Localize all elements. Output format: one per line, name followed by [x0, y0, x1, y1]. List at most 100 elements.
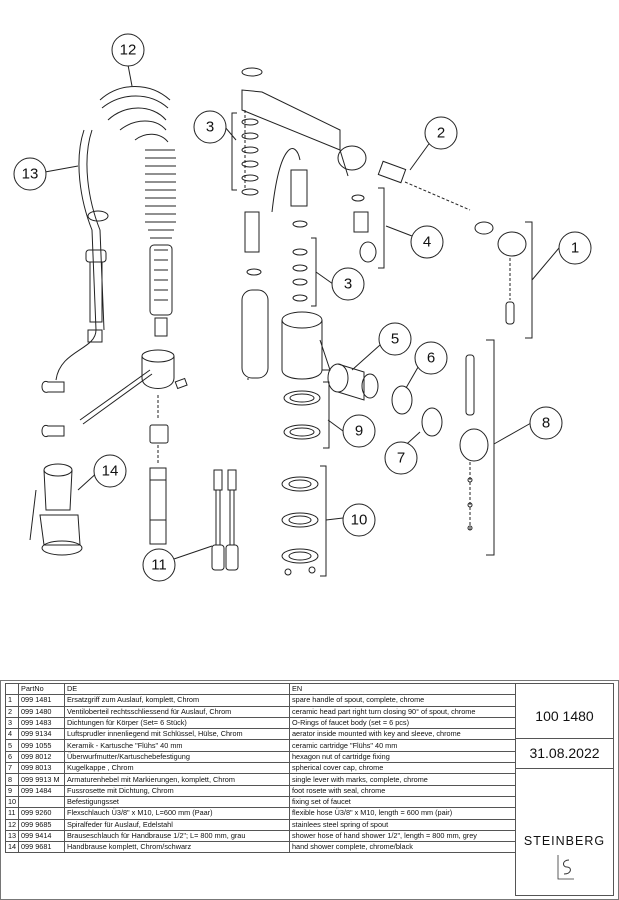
cell-en: foot rosete with seal, chrome [289, 784, 516, 797]
callout-3-lower: 3 [344, 276, 352, 293]
brand-logo [557, 855, 574, 880]
cell-partno: 099 1481 [18, 694, 65, 707]
header-partno: PartNo [18, 682, 65, 696]
o-rings-left [241, 118, 259, 196]
faucet-body [241, 148, 331, 380]
callout-7: 7 [397, 450, 405, 467]
fixing-set [281, 476, 319, 576]
cell-en: hand shower complete, chrome/black [289, 841, 516, 854]
header-pos [5, 682, 19, 696]
cell-pos: 7 [5, 762, 19, 775]
callout-8: 8 [542, 415, 550, 432]
cell-partno: 099 1484 [18, 784, 65, 797]
cell-pos: 1 [5, 694, 19, 707]
cell-de: Luftsprudler innenliegend mit Schlüssel,… [64, 728, 290, 741]
shower-hose [55, 129, 109, 381]
cell-pos: 10 [5, 795, 19, 809]
cell-pos: 3 [5, 716, 19, 730]
spare-handle [474, 221, 527, 325]
spiral-spring [99, 86, 176, 337]
clip-lower [41, 424, 65, 438]
exploded-view-drawing: 1 2 3 3 4 5 6 7 8 9 10 11 12 13 14 [13, 33, 592, 582]
cell-partno [18, 795, 65, 809]
cell-partno: 099 1480 [18, 705, 65, 718]
callout-11: 11 [151, 557, 167, 574]
flexible-hoses [211, 469, 239, 571]
cell-de: Handbrause komplett, Chrom/schwarz [64, 841, 290, 854]
callout-10: 10 [351, 512, 368, 529]
cell-pos: 11 [5, 807, 19, 820]
hexagon-nut [391, 385, 413, 415]
cell-partno: 099 9414 [18, 829, 65, 843]
cell-en: spare handle of spout, complete, chrome [289, 694, 516, 707]
cell-de: Flexschlauch Ü3/8" x M10, L=600 mm (Paar… [64, 807, 290, 820]
cell-pos: 5 [5, 739, 19, 752]
ceramic-cartridge [327, 363, 379, 401]
callout-4: 4 [423, 234, 431, 251]
cell-en: ceramic cartridge "Flühs" 40 mm [289, 739, 516, 752]
cell-de: Brauseschlauch für Handbrause 1/2"; L= 8… [64, 829, 290, 843]
table-header-row: PartNo DE EN [5, 682, 516, 696]
cell-de: Überwurfmutter/Kartuschebefestigung [64, 750, 290, 764]
cell-de: Kugelkappe , Chrom [64, 762, 290, 775]
cartridge-left [244, 211, 260, 253]
drawing-date: 31.08.2022 [516, 738, 613, 769]
cell-en: ceramic head part right turn closing 90°… [289, 705, 516, 718]
cell-en: aerator inside mounted with key and slee… [289, 728, 516, 741]
aerator [351, 194, 377, 263]
cell-partno: 099 1483 [18, 716, 65, 730]
cell-pos: 9 [5, 784, 19, 797]
cell-en: O-Rings of faucet body (set = 6 pcs) [289, 716, 516, 730]
cell-pos: 4 [5, 728, 19, 741]
cell-de: Fussrosette mit Dichtung, Chrom [64, 784, 290, 797]
clip-upper [41, 380, 65, 393]
cell-pos: 2 [5, 705, 19, 718]
header-de: DE [64, 682, 290, 696]
cell-de: Befestigungsset [64, 795, 290, 809]
cell-en: shower hose of hand shower 1/2", length … [289, 829, 516, 843]
callout-13: 13 [22, 166, 39, 183]
callout-2: 2 [437, 125, 445, 142]
cell-en: hexagon nut of cartridge fixing [289, 750, 516, 764]
callout-14: 14 [102, 463, 119, 480]
cell-partno: 099 8013 [18, 762, 65, 775]
cell-en: stainlees steel spring of spout [289, 818, 516, 831]
cell-partno: 099 9685 [18, 818, 65, 831]
callout-12: 12 [120, 42, 137, 59]
cell-pos: 14 [5, 841, 19, 854]
hose-holder-body [141, 349, 188, 545]
cell-de: Dichtungen für Körper (Set= 6 Stück) [64, 716, 290, 730]
cell-partno: 099 9681 [18, 841, 65, 854]
brand-name: STEINBERG [523, 834, 606, 848]
cell-en: spherical cover cap, chrome [289, 762, 516, 775]
drawing-part-number: 100 1480 [516, 694, 613, 739]
title-block: 100 1480 31.08.2022 STEINBERG [515, 683, 614, 896]
callout-5: 5 [391, 331, 399, 348]
callout-3-upper: 3 [206, 119, 214, 136]
cell-partno: 099 1055 [18, 739, 65, 752]
cell-partno: 099 9913 M [18, 773, 65, 786]
cell-pos: 12 [5, 818, 19, 831]
callout-1: 1 [571, 240, 579, 257]
cell-de: Keramik - Kartusche "Flühs" 40 mm [64, 739, 290, 752]
cell-pos: 8 [5, 773, 19, 786]
cell-pos: 6 [5, 750, 19, 764]
cell-de: Ventiloberteil rechtsschliessend für Aus… [64, 705, 290, 718]
cell-en: single lever with marks, complete, chrom… [289, 773, 516, 786]
cell-en: flexible hose Ü3/8" x M10, length = 600 … [289, 807, 516, 820]
cell-pos: 13 [5, 829, 19, 843]
